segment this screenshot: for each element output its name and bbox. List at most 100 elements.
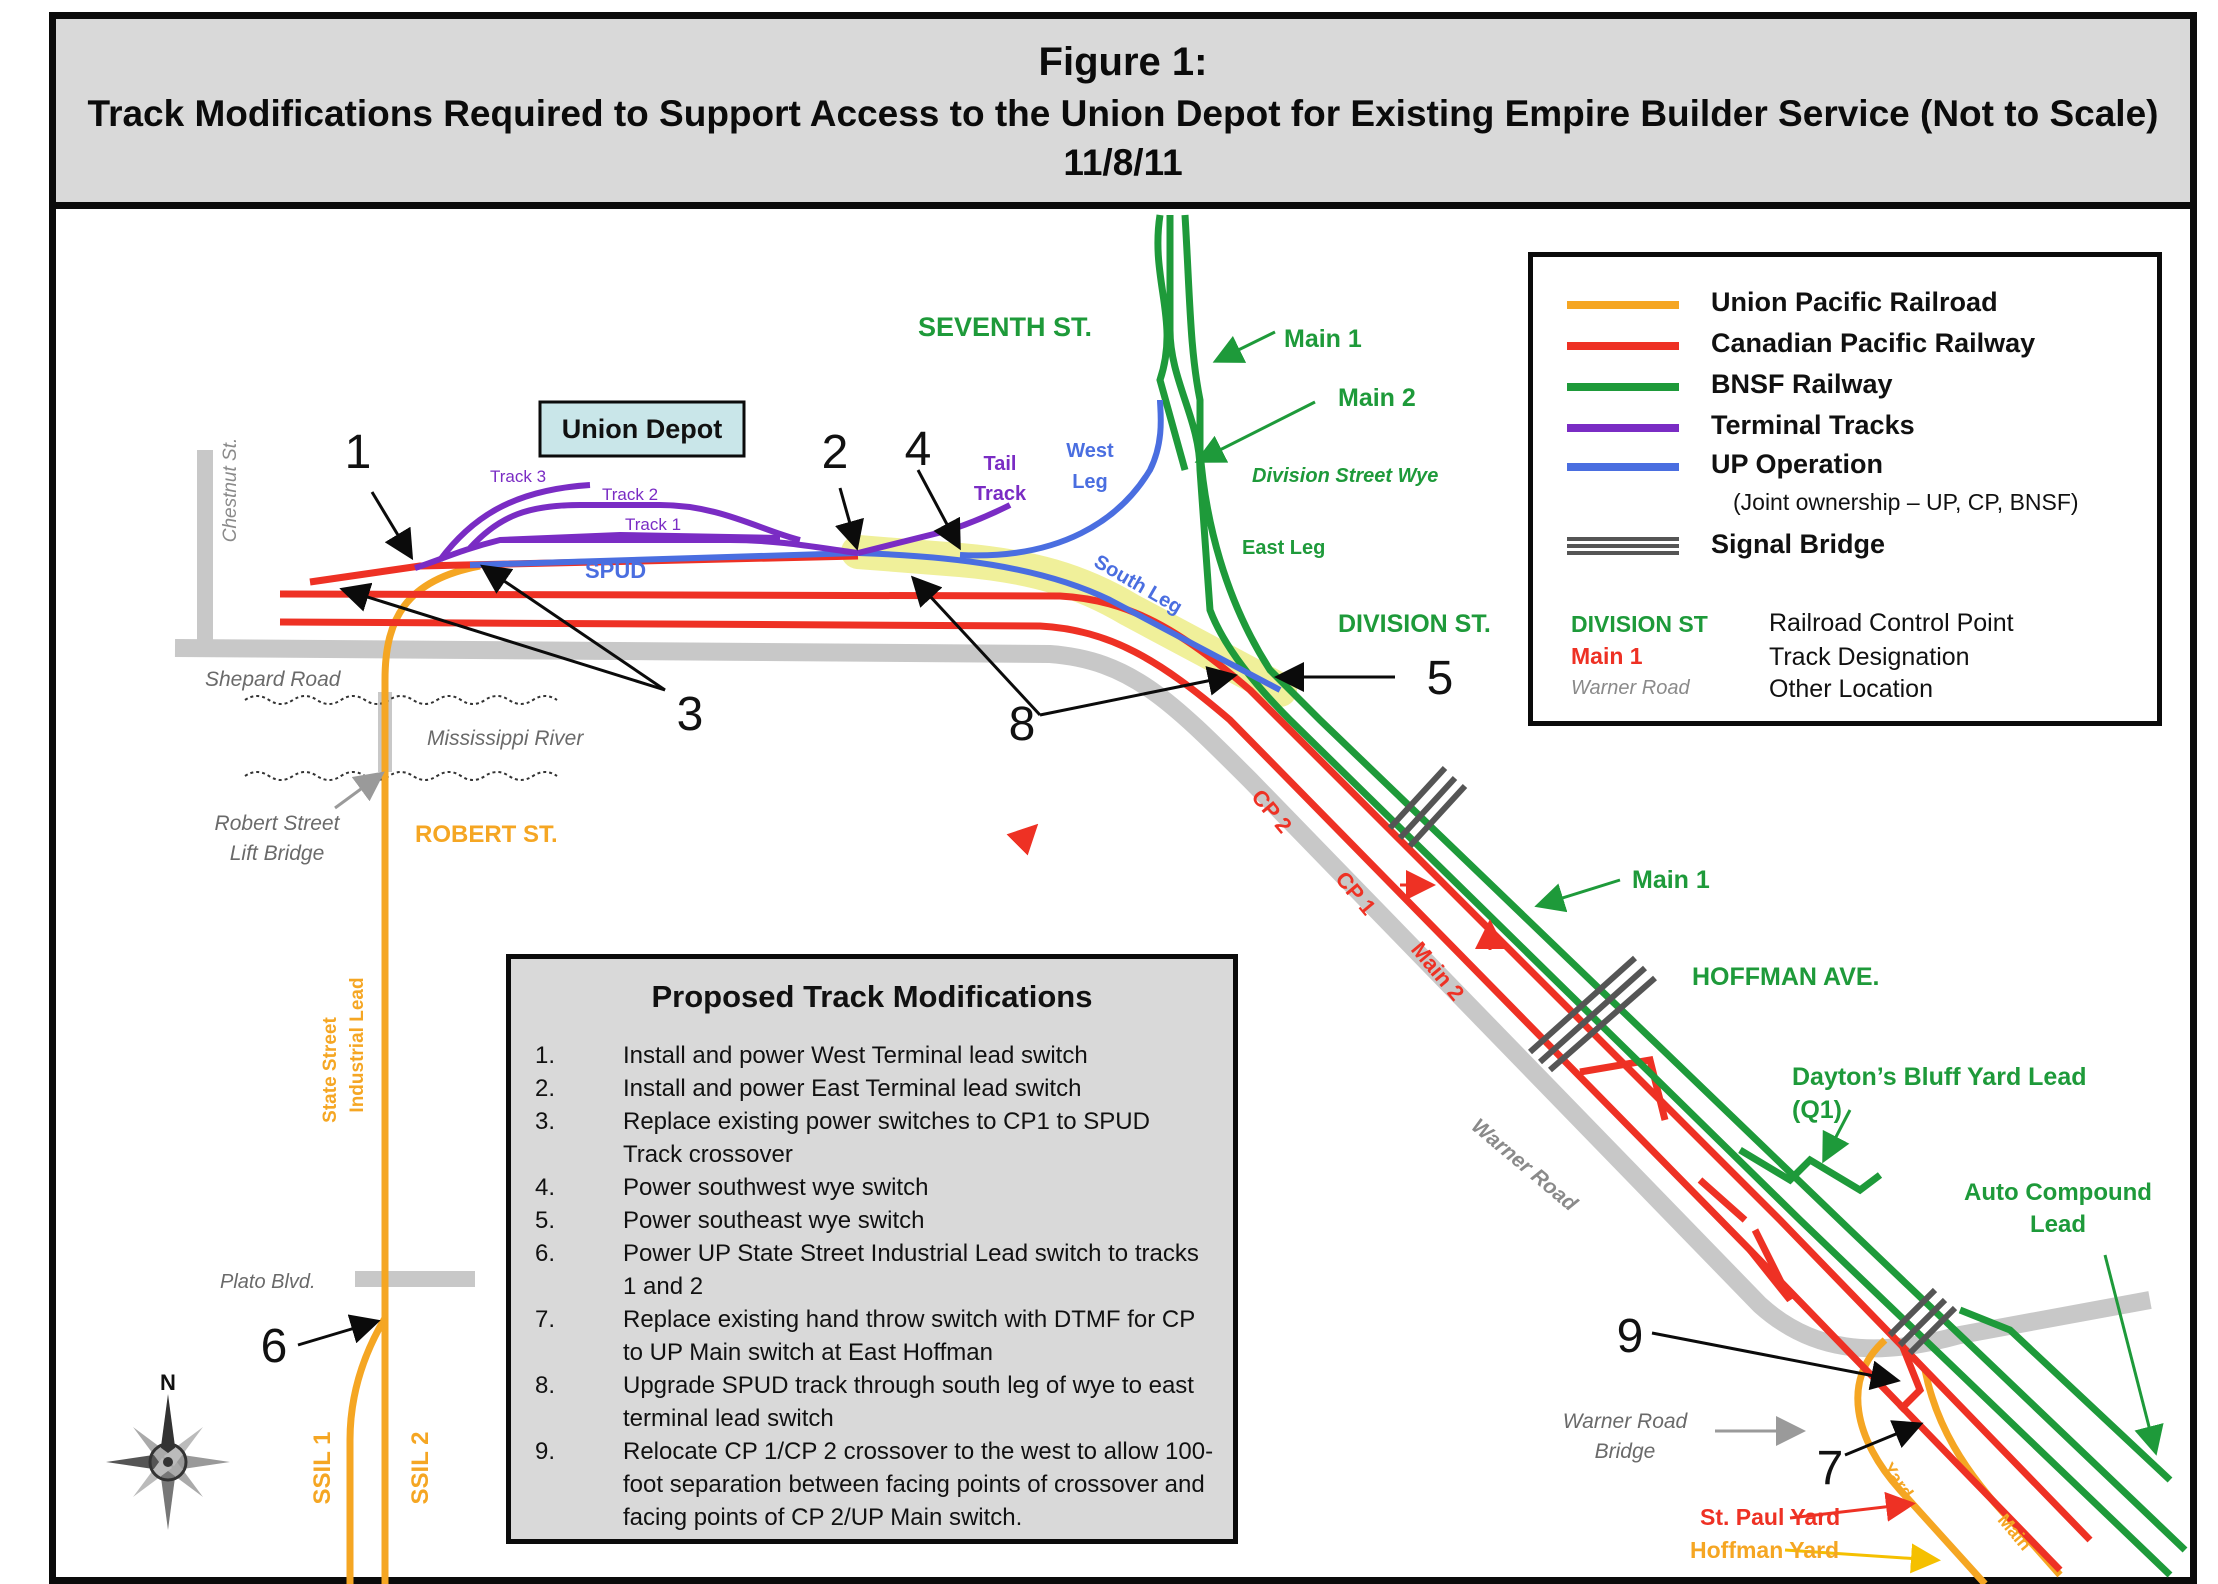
state-street-label-1: State Street <box>320 1017 341 1123</box>
signal-bridge-icon <box>1567 537 1679 555</box>
signal-bridge-3 <box>1887 1287 1958 1356</box>
grey-arrows <box>334 771 1806 1446</box>
main2-mid-label: Main 2 <box>1406 937 1469 1006</box>
track-2 <box>467 502 801 551</box>
bnsf-q1-lead <box>1738 1146 1883 1195</box>
legend-label-up-operation: UP Operation <box>1711 449 1884 479</box>
mississippi-label: Mississippi River <box>427 727 584 750</box>
title-box: Figure 1: Track Modifications Required t… <box>56 19 2190 209</box>
list-item: 4.Power southwest wye switch <box>535 1174 929 1201</box>
warner-road-label: Warner Road <box>1467 1114 1583 1216</box>
modifications-box: Proposed Track Modifications 1.Install a… <box>506 954 1238 1544</box>
daytons-label-2: (Q1) <box>1792 1096 1842 1124</box>
spud-track <box>469 550 859 568</box>
arrow-8a <box>910 575 1042 717</box>
legend-swatch-cp <box>1567 342 1679 350</box>
cp-crossover-2 <box>1697 1177 1748 1223</box>
callout-9: 9 <box>1617 1310 1644 1363</box>
shepard-road <box>174 639 2152 1358</box>
union-depot-label: Union Depot <box>562 414 722 444</box>
seventh-label: SEVENTH ST. <box>918 312 1092 342</box>
legend: Union Pacific Railroad Canadian Pacific … <box>1528 252 2162 726</box>
legend-swatch-terminal <box>1567 424 1679 432</box>
arrow-3b <box>480 564 666 692</box>
callout-numbers: 1 2 3 4 5 6 7 8 9 <box>261 423 1844 1495</box>
track3-label: Track 3 <box>490 467 546 486</box>
robert-st-label: ROBERT ST. <box>415 821 558 848</box>
west-leg <box>959 399 1164 559</box>
list-item: 7.Replace existing hand throw switch wit… <box>535 1306 1195 1366</box>
up-operation-tracks <box>469 399 1282 693</box>
bnsf-main-2 <box>1181 214 2188 1553</box>
callout-8: 8 <box>1009 698 1036 751</box>
legend-desc-control: Railroad Control Point <box>1769 609 2014 637</box>
legend-desc-track: Track Designation <box>1769 643 1970 671</box>
arrow-8b <box>1039 666 1238 717</box>
bnsf-tracks <box>1154 214 2188 1578</box>
st-paul-yard-label: St. Paul Yard <box>1700 1504 1840 1530</box>
up-main-hoffman <box>1854 1337 1988 1584</box>
chestnut-label: Chestnut St. <box>220 438 241 543</box>
legend-desc-location: Other Location <box>1769 675 1933 703</box>
arrow-7 <box>1844 1420 1924 1457</box>
arrow-1 <box>370 491 414 561</box>
main2-top-label: Main 2 <box>1338 384 1416 412</box>
cp-crossover-1 <box>1579 1056 1669 1121</box>
state-street-label-2: Industrial Lead <box>347 977 368 1112</box>
compass-n-label: N <box>160 1370 176 1395</box>
legend-label-signal: Signal Bridge <box>1711 529 1886 559</box>
plato-label: Plato Blvd. <box>220 1271 316 1293</box>
figure-title: Track Modifications Required to Support … <box>87 93 2159 134</box>
ssil-2-label: SSIL 2 <box>407 1432 434 1505</box>
tail-track-label-2: Track <box>974 483 1027 505</box>
callout-arrows <box>297 469 1924 1457</box>
arrow-9 <box>1651 1331 1901 1391</box>
warner-bridge-label-2: Bridge <box>1595 1440 1656 1463</box>
legend-key-control: DIVISION ST <box>1571 611 1708 637</box>
callout-5: 5 <box>1427 652 1454 705</box>
callout-3: 3 <box>677 688 704 741</box>
main1-mid-label: Main 1 <box>1632 866 1710 894</box>
spud-label: SPUD <box>585 558 646 583</box>
auto-label-1: Auto Compound <box>1964 1179 2152 1206</box>
callout-4: 4 <box>905 423 932 476</box>
legend-label-cp: Canadian Pacific Railway <box>1711 328 2036 358</box>
south-leg <box>857 550 1282 693</box>
modifications-list: 1.Install and power West Terminal lead s… <box>535 1039 1215 1534</box>
list-item: 9.Relocate CP 1/CP 2 crossover to the we… <box>535 1438 1214 1531</box>
list-item: 2.Install and power East Terminal lead s… <box>535 1075 1082 1102</box>
arrow-6 <box>297 1314 381 1347</box>
signal-bridge-2 <box>1527 955 1657 1073</box>
ssil-1-track <box>346 1316 389 1584</box>
robert-bridge-label-2: Lift Bridge <box>230 842 325 865</box>
division-wye-label: Division Street Wye <box>1252 465 1438 487</box>
list-item: 5.Power southeast wye switch <box>535 1207 925 1234</box>
main1-top-label: Main 1 <box>1284 325 1362 353</box>
list-item: 1.Install and power West Terminal lead s… <box>535 1042 1088 1069</box>
figure-number: Figure 1: <box>1038 40 1208 84</box>
hoffman-yard-label: Hoffman Yard <box>1690 1537 1839 1563</box>
list-item: 8.Upgrade SPUD track through south leg o… <box>535 1372 1194 1432</box>
figure-date: 11/8/11 <box>1063 142 1183 183</box>
list-item: 6.Power UP State Street Industrial Lead … <box>535 1240 1199 1300</box>
legend-label-up: Union Pacific Railroad <box>1711 287 1998 317</box>
callout-7: 7 <box>1817 1442 1844 1495</box>
bnsf-auto-lead <box>1958 1306 2173 1483</box>
map-labels: Union Depot Chestnut St. Shepard Road Mi… <box>160 312 2152 1563</box>
division-st-label: DIVISION ST. <box>1338 610 1491 638</box>
list-item: 3.Replace existing power switches to CP1… <box>535 1108 1150 1168</box>
union-depot-box <box>538 400 746 458</box>
yard-label: Yard <box>1879 1459 1918 1502</box>
legend-key-track: Main 1 <box>1571 643 1643 669</box>
legend-label-terminal: Terminal Tracks <box>1711 410 1915 440</box>
callout-6: 6 <box>261 1320 288 1373</box>
hoffman-label: HOFFMAN AVE. <box>1692 963 1880 991</box>
west-leg-label-1: West <box>1066 440 1114 462</box>
east-leg-label: East Leg <box>1242 537 1325 559</box>
ssil-1-label: SSIL 1 <box>309 1432 336 1505</box>
signal-bridge-1 <box>1387 765 1468 849</box>
west-leg-label-2: Leg <box>1072 471 1108 493</box>
daytons-label-1: Dayton’s Bluff Yard Lead <box>1792 1063 2087 1091</box>
arrow-4 <box>916 469 961 551</box>
